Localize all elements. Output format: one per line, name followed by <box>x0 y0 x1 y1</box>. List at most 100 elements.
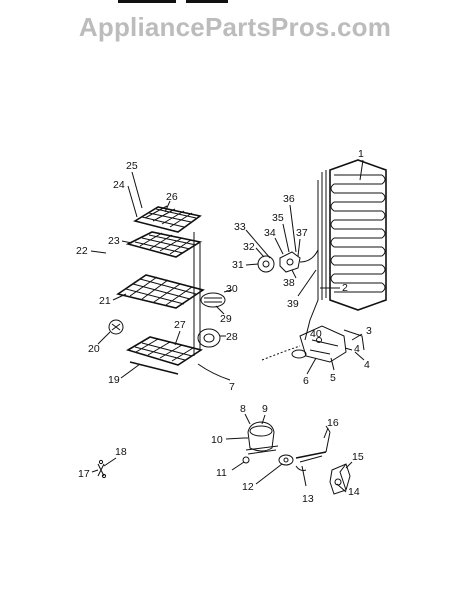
leader-1 <box>359 159 364 181</box>
shelf-2 <box>125 231 203 258</box>
callout-4b: 4 <box>364 359 370 371</box>
part-15-fan-motor <box>329 463 351 495</box>
part-20-bracket <box>108 319 124 335</box>
leader-5 <box>330 357 335 371</box>
leader-38 <box>291 269 297 279</box>
callout-35: 35 <box>272 212 284 224</box>
leader-8 <box>244 413 251 425</box>
callout-3: 3 <box>366 325 372 337</box>
leader-24 <box>127 185 138 218</box>
callout-21: 21 <box>99 295 111 307</box>
shelf-top <box>132 205 202 233</box>
leader-19 <box>120 363 141 379</box>
leader-23 <box>121 240 133 244</box>
callout-36: 36 <box>283 193 295 205</box>
capillary-tube <box>299 249 319 263</box>
leader-4b <box>354 351 365 361</box>
leader-21 <box>112 293 127 301</box>
part-29-30-clip <box>200 292 226 308</box>
leader-17 <box>91 469 99 473</box>
leader-4a <box>344 347 353 351</box>
drain-hose <box>261 345 307 361</box>
compressor <box>244 421 279 455</box>
callout-14: 14 <box>348 486 360 498</box>
shelf-3 <box>116 274 205 309</box>
leader-34 <box>274 237 284 255</box>
leader-15 <box>345 461 353 469</box>
callout-5: 5 <box>330 372 336 384</box>
leader-25 <box>131 171 143 209</box>
leader-11 <box>231 461 245 471</box>
leader-31 <box>245 263 259 266</box>
part-17-18-spring <box>97 459 107 479</box>
callout-23: 23 <box>108 235 120 247</box>
thermostat-knob <box>257 255 275 273</box>
leader-14 <box>336 483 347 493</box>
leader-22 <box>90 250 107 254</box>
watermark: AppliancePartsPros.com <box>78 12 392 42</box>
callout-8: 8 <box>240 403 246 415</box>
header-rule-left <box>118 0 176 3</box>
part-12-relay <box>278 454 294 466</box>
callout-39: 39 <box>287 298 299 310</box>
filter-drier <box>295 425 331 471</box>
callout-37: 37 <box>296 227 308 239</box>
leader-37 <box>297 238 301 257</box>
leader-33 <box>245 229 271 259</box>
callout-38: 38 <box>283 277 295 289</box>
callout-11: 11 <box>216 467 227 479</box>
callout-22: 22 <box>76 245 88 257</box>
callout-40: 40 <box>310 328 322 340</box>
leader-36 <box>289 204 297 253</box>
leader-26 <box>164 200 171 213</box>
callout-4a: 4 <box>354 343 360 355</box>
callout-15: 15 <box>352 451 364 463</box>
callout-16: 16 <box>327 417 339 429</box>
callout-2: 2 <box>342 282 348 294</box>
leader-39 <box>297 269 317 297</box>
wire-7 <box>197 363 231 381</box>
callout-30: 30 <box>226 283 238 295</box>
shelf-bottom <box>126 336 203 375</box>
callout-25: 25 <box>126 160 138 172</box>
callout-18: 18 <box>115 446 127 458</box>
callout-1: 1 <box>358 148 364 160</box>
callout-33: 33 <box>234 221 246 233</box>
leader-29 <box>215 305 225 315</box>
callout-20: 20 <box>88 343 100 355</box>
thermostat-body <box>279 251 301 273</box>
leader-6 <box>306 357 317 375</box>
leader-20 <box>97 331 111 345</box>
header-rule-right <box>186 0 228 3</box>
drain-assembly <box>299 325 365 363</box>
callout-28: 28 <box>226 331 238 343</box>
callout-26: 26 <box>166 191 178 203</box>
drain-tube <box>304 180 319 341</box>
callout-13: 13 <box>302 493 314 505</box>
leader-13 <box>301 465 307 487</box>
leader-3 <box>351 333 363 341</box>
leader-10 <box>225 437 245 440</box>
callout-19: 19 <box>108 374 120 386</box>
callout-27: 27 <box>174 319 186 331</box>
callout-34: 34 <box>264 227 276 239</box>
condenser-coil <box>321 159 387 311</box>
leader-18 <box>103 457 117 467</box>
leader-16 <box>323 427 329 439</box>
callout-31: 31 <box>232 259 244 271</box>
callout-12: 12 <box>242 481 254 493</box>
callout-24: 24 <box>113 179 125 191</box>
leader-9 <box>261 414 266 425</box>
leader-35 <box>282 223 290 253</box>
part-28-cap <box>197 328 221 348</box>
callout-7: 7 <box>229 381 235 393</box>
callout-10: 10 <box>211 434 223 446</box>
callout-9: 9 <box>262 403 268 415</box>
part-11-grommet <box>242 456 250 464</box>
leader-30 <box>223 289 233 293</box>
callout-17: 17 <box>78 468 90 480</box>
leader-27 <box>174 330 181 346</box>
leader-12 <box>255 463 283 485</box>
callout-29: 29 <box>220 313 232 325</box>
